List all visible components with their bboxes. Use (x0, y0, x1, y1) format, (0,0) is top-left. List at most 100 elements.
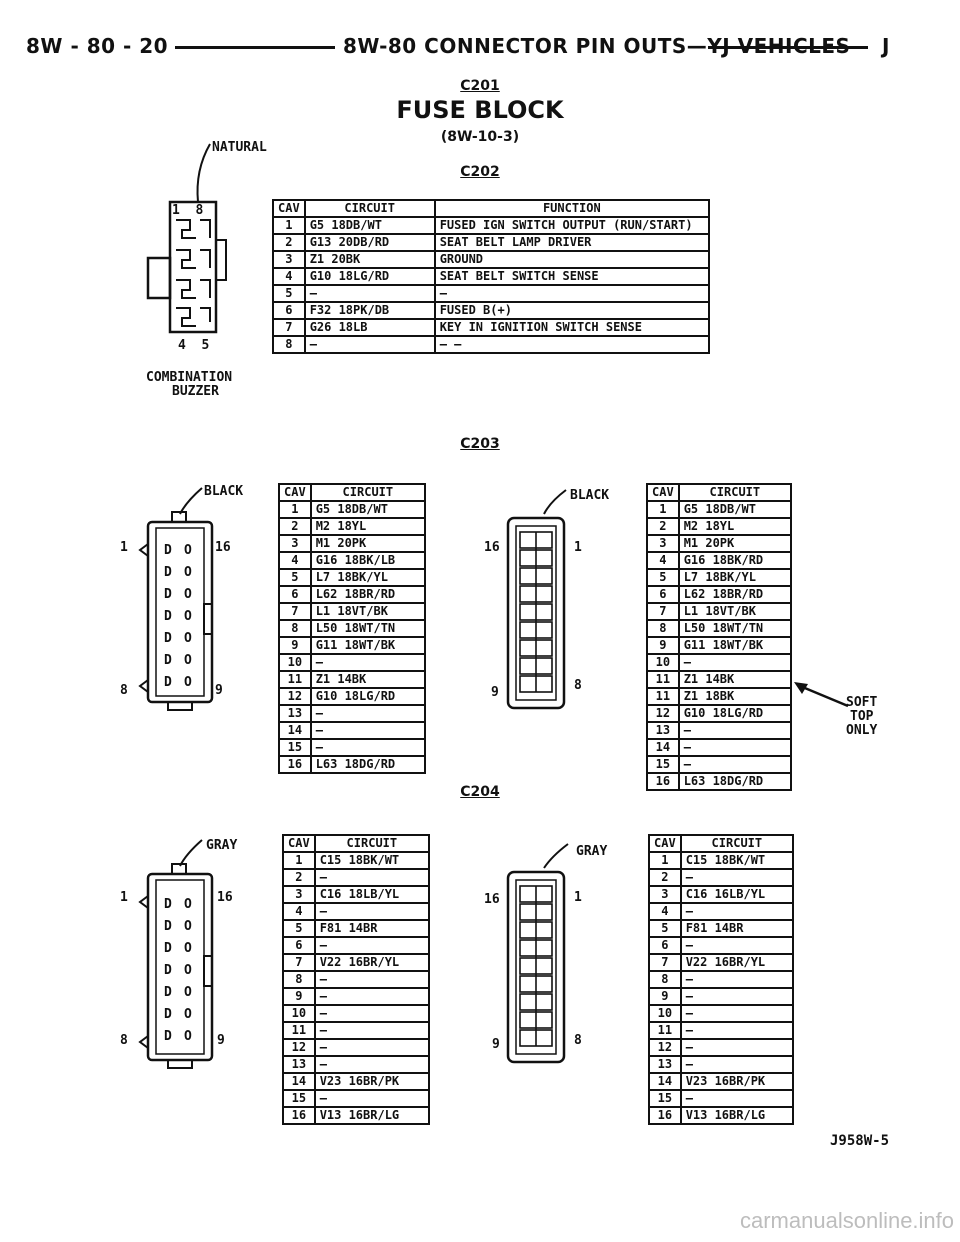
svg-text:O: O (184, 653, 192, 668)
circuit-cell: — (313, 1004, 431, 1023)
svg-text:D: D (164, 897, 172, 912)
circuit-cell: — (313, 970, 431, 989)
circuit-cell: G5 18DB/WT (309, 500, 427, 519)
circuit-cell: — (677, 653, 793, 672)
svg-text:D: D (164, 631, 172, 646)
table-row: 6— (648, 936, 795, 955)
cav-cell: 7 (648, 953, 682, 972)
cav-cell: 16 (278, 755, 312, 774)
function-cell: GROUND (433, 250, 711, 269)
c201-id: C201 (460, 78, 500, 94)
circuit-cell: F81 14BR (679, 919, 795, 938)
table-row: 12— (282, 1038, 431, 1057)
svg-text:D: D (164, 543, 172, 558)
function-cell: SEAT BELT SWITCH SENSE (433, 267, 711, 286)
cav-cell: 1 (282, 851, 316, 870)
circuit-cell: G11 18WT/BK (309, 636, 427, 655)
cav-cell: 1 (648, 851, 682, 870)
circuit-cell: M2 18YL (309, 517, 427, 536)
cav-cell: 4 (272, 267, 306, 286)
c204-right-pin-tr: 1 (574, 890, 582, 905)
cav-cell: 7 (646, 602, 680, 621)
c201-ref: (8W-10-3) (440, 129, 520, 145)
cav-cell: 4 (646, 551, 680, 570)
circuit-cell: C16 18LB/YL (313, 885, 431, 904)
cav-cell: 9 (278, 636, 312, 655)
section-letter: J (882, 34, 890, 58)
svg-text:O: O (184, 985, 192, 1000)
c203-right-pin-bl: 9 (491, 685, 499, 700)
table-row: 9— (648, 987, 795, 1006)
circuit-cell: L62 18BR/RD (677, 585, 793, 604)
circuit-cell: Z1 18BK (677, 687, 793, 706)
cav-cell: 7 (278, 602, 312, 621)
cav-cell: 2 (282, 868, 316, 887)
cav-cell: 5 (648, 919, 682, 938)
circuit-cell: — (679, 1021, 795, 1040)
cav-cell: 2 (278, 517, 312, 536)
svg-text:D: D (164, 1029, 172, 1044)
cav-cell: 3 (646, 534, 680, 553)
page-number: 8W - 80 - 20 (26, 34, 169, 58)
table-row: 4— (648, 902, 795, 921)
svg-text:D: D (164, 609, 172, 624)
circuit-cell: — (303, 284, 436, 303)
cav-cell: 10 (282, 1004, 316, 1023)
circuit-cell: G16 18BK/LB (309, 551, 427, 570)
circuit-cell: — (303, 335, 436, 354)
c204-right-color-label: GRAY (576, 844, 608, 859)
table-row: 9— (282, 987, 431, 1006)
cav-cell: 7 (282, 953, 316, 972)
cav-cell: 15 (648, 1089, 682, 1108)
svg-text:O: O (184, 963, 192, 978)
c204-right-pin-bl: 9 (492, 1037, 500, 1052)
svg-text:D: D (164, 653, 172, 668)
table-row: 14— (278, 721, 427, 740)
cav-cell: 9 (648, 987, 682, 1006)
c204-left-pin-bl: 8 (120, 1033, 128, 1048)
cav-cell: 6 (648, 936, 682, 955)
cav-cell: 5 (272, 284, 306, 303)
cav-cell: 9 (282, 987, 316, 1006)
column-header-cav: CAV (646, 483, 680, 502)
c203-right-pin-br: 8 (574, 678, 582, 693)
table-row: 5—— (272, 284, 711, 303)
circuit-cell: G10 18LG/RD (309, 687, 427, 706)
cav-cell: 2 (648, 868, 682, 887)
c203-right-pin-tr: 1 (574, 540, 582, 555)
watermark: carmanualsonline.info (740, 1208, 955, 1233)
function-cell: — (433, 284, 711, 303)
column-header-cav: CAV (278, 483, 312, 502)
column-header-cav: CAV (282, 834, 316, 853)
c203-left-pin-bl: 8 (120, 683, 128, 698)
cav-cell: 5 (278, 568, 312, 587)
circuit-cell: L1 18VT/BK (309, 602, 427, 621)
table-row: 13— (648, 1055, 795, 1074)
table-row: 15— (278, 738, 427, 757)
circuit-cell: G13 20DB/RD (303, 233, 436, 252)
table-row: 15— (646, 755, 793, 774)
function-cell: FUSED B(+) (433, 301, 711, 320)
c204-left-pin-br: 9 (217, 1033, 225, 1048)
circuit-cell: L62 18BR/RD (309, 585, 427, 604)
svg-text:D: D (164, 963, 172, 978)
c202-pins-top: 1 8 (172, 203, 204, 218)
circuit-cell: F32 18PK/DB (303, 301, 436, 320)
cav-cell: 13 (648, 1055, 682, 1074)
c203-right-pin-tl: 16 (484, 540, 500, 555)
cav-cell: 11 (278, 670, 312, 689)
circuit-cell: Z1 20BK (303, 250, 436, 269)
table-row: 15— (282, 1089, 431, 1108)
cav-cell: 1 (646, 500, 680, 519)
circuit-cell: L1 18VT/BK (677, 602, 793, 621)
